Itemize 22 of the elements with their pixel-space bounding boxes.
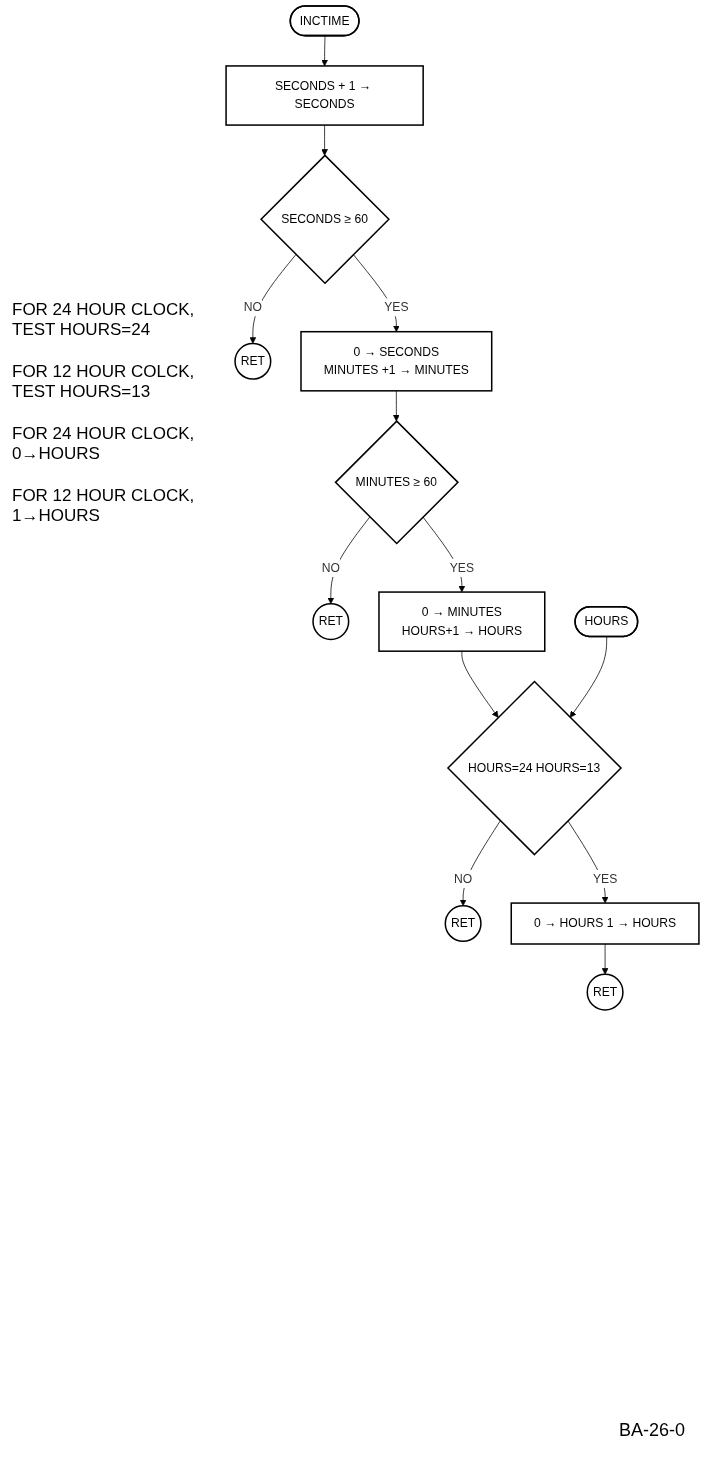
figure-code: BA-26-0 xyxy=(618,1420,685,1441)
node-circle: RET xyxy=(234,342,272,380)
node-box: 0 → HOURS 1 → HOURS xyxy=(510,902,700,945)
note-text: FOR 12 HOUR COLCK, TEST HOURS=13 xyxy=(12,362,196,402)
node-circle: RET xyxy=(312,603,350,641)
edge-label: YES xyxy=(592,871,618,885)
node-circle: RET xyxy=(586,973,624,1011)
edge-label: YES xyxy=(384,300,409,314)
edge-label: NO xyxy=(243,300,262,314)
node-box: SECONDS + 1 → SECONDS xyxy=(225,65,424,126)
node-circle: RET xyxy=(444,904,482,943)
edge-label: YES xyxy=(449,560,474,574)
note-text: FOR 12 HOUR CLOCK, 1→HOURS xyxy=(12,486,196,526)
edge-label: NO xyxy=(321,560,340,574)
edge-label: NO xyxy=(454,871,473,885)
node-box: 0 → SECONDS MINUTES +1 → MINUTES xyxy=(300,330,493,392)
note-text: FOR 24 HOUR CLOCK, TEST HOURS=24 xyxy=(12,300,196,340)
node-box: 0 → MINUTES HOURS+1 → HOURS xyxy=(378,591,546,652)
node-diamond: MINUTES ≥ 60 xyxy=(334,420,459,545)
note-text: FOR 24 HOUR CLOCK, 0→HOURS xyxy=(12,424,196,464)
node-diamond: SECONDS ≥ 60 xyxy=(260,154,390,285)
node-diamond: HOURS=24 HOURS=13 xyxy=(446,680,623,856)
